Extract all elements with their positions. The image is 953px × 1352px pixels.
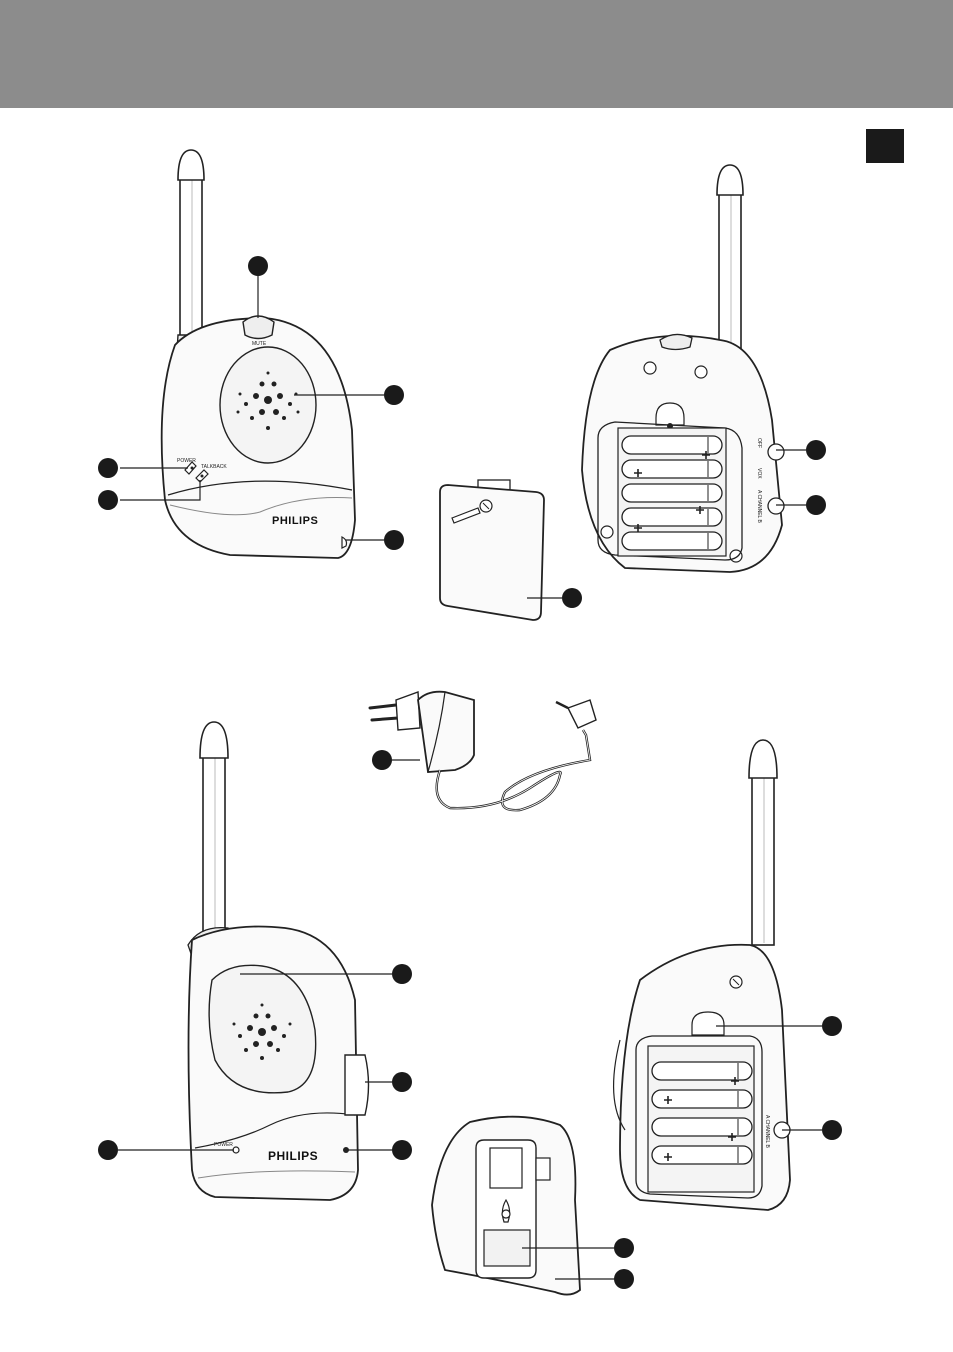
off-label: OFF (756, 438, 762, 448)
callout-marker (392, 1140, 412, 1160)
callout-marker (614, 1269, 634, 1289)
callout-marker (384, 530, 404, 550)
brand-logo: PHILIPS (268, 1149, 318, 1163)
brand-logo: PHILIPS (272, 515, 318, 527)
callout-marker (384, 385, 404, 405)
callout-marker (822, 1016, 842, 1036)
channel-switch (768, 498, 784, 514)
callout-marker (98, 458, 118, 478)
battery-cover (440, 480, 582, 620)
belt-clip (432, 1117, 634, 1295)
mute-label: MUTE (252, 341, 267, 347)
callout-marker (822, 1120, 842, 1140)
callout-marker (248, 256, 268, 276)
parent-unit-back: OFF VOX A CHANNEL B (582, 165, 826, 572)
callout-marker (614, 1238, 634, 1258)
baby-unit-front: POWER PHILIPS (98, 722, 412, 1200)
channel-label-small: A CHANNEL B (764, 1115, 770, 1149)
callout-marker (806, 440, 826, 460)
callout-marker (806, 495, 826, 515)
callout-marker (372, 750, 392, 770)
power-label: POWER (177, 458, 196, 464)
parent-unit-front: MUTE POWER TALKBACK PHILIPS (98, 150, 404, 558)
power-adapter (370, 692, 596, 811)
callout-marker (562, 588, 582, 608)
speaker-grille (220, 347, 316, 463)
vox-label: VOX (756, 468, 762, 479)
channel-label: A CHANNEL B (756, 490, 762, 524)
callout-marker (98, 1140, 118, 1160)
callout-marker (392, 1072, 412, 1092)
vox-switch (768, 444, 784, 460)
talkback-label: TALKBACK (201, 464, 227, 470)
side-button (345, 1055, 369, 1115)
callout-marker (98, 490, 118, 510)
power-label-small: POWER (214, 1142, 233, 1148)
baby-unit-back: A CHANNEL B (614, 740, 842, 1210)
mute-button (243, 316, 274, 339)
callout-marker (392, 964, 412, 984)
